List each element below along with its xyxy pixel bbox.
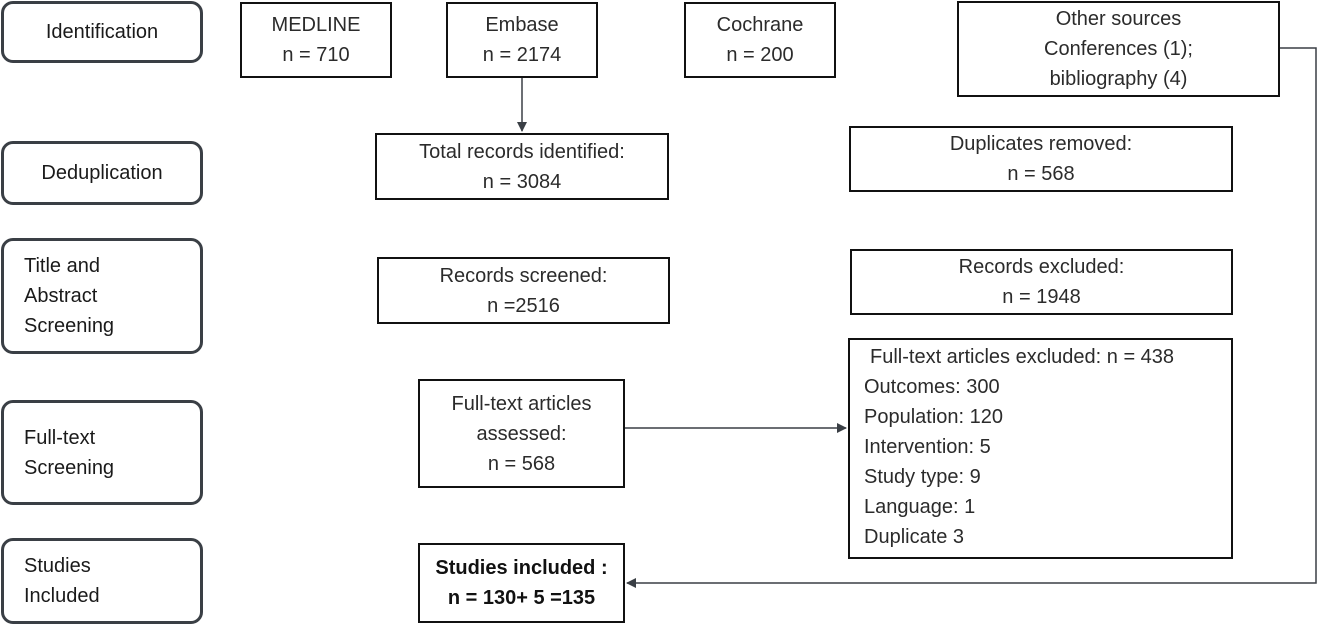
phase-deduplication: Deduplication: [1, 141, 203, 205]
fulltext-assessed-line2: assessed:: [476, 422, 567, 445]
source-embase-count: n = 2174: [482, 44, 562, 66]
fulltext-assessed-line1: Full-text articles: [451, 392, 592, 415]
records-excluded-count: n = 1948: [1002, 286, 1081, 308]
exclusion-reason-duplicate: Duplicate 3: [864, 526, 965, 548]
records-screened-label: Records screened:: [439, 264, 608, 287]
records-excluded-box: Records excluded: n = 1948: [850, 249, 1233, 315]
total-records-label: Total records identified:: [419, 140, 625, 163]
source-other-title: Other sources: [1055, 8, 1182, 30]
studies-included-label: Studies included :: [435, 557, 608, 579]
source-other-conferences: Conferences (1);: [1044, 38, 1193, 60]
total-records-count: n = 3084: [482, 170, 562, 193]
phase-fulltext-screening: Full-text Screening: [1, 400, 203, 505]
phase-studies-included: Studies Included: [1, 538, 203, 624]
source-embase-box: Embase n = 2174: [446, 2, 598, 78]
fulltext-excluded-header: Full-text articles excluded: n = 438: [870, 346, 1175, 368]
records-screened-box: Records screened: n =2516: [377, 257, 670, 324]
total-records-box: Total records identified: n = 3084: [375, 133, 669, 200]
duplicates-removed-label: Duplicates removed:: [949, 133, 1133, 155]
exclusion-reason-population: Population: 120: [864, 406, 1004, 428]
fulltext-assessed-box: Full-text articles assessed: n = 568: [418, 379, 625, 488]
fulltext-assessed-count: n = 568: [487, 452, 556, 475]
source-other-box: Other sources Conferences (1); bibliogra…: [957, 1, 1280, 97]
phase-title-abstract-label: Title and Abstract Screening: [24, 255, 115, 337]
source-medline-name: MEDLINE: [271, 14, 361, 36]
records-screened-count: n =2516: [487, 294, 560, 317]
source-cochrane-box: Cochrane n = 200: [684, 2, 836, 78]
duplicates-removed-count: n = 568: [1007, 163, 1075, 185]
source-cochrane-name: Cochrane: [716, 14, 804, 36]
phase-included-label: Studies Included: [24, 555, 100, 607]
phase-fulltext-label: Full-text Screening: [24, 426, 115, 479]
exclusion-reason-study-type: Study type: 9: [864, 466, 981, 488]
duplicates-removed-box: Duplicates removed: n = 568: [849, 126, 1233, 192]
studies-included-count: n = 130+ 5 =135: [447, 587, 596, 609]
source-medline-count: n = 710: [282, 44, 350, 66]
arrow-other-sources-to-included: [626, 47, 1317, 588]
source-embase-name: Embase: [485, 14, 559, 36]
phase-title-abstract-screening: Title and Abstract Screening: [1, 238, 203, 354]
records-excluded-label: Records excluded:: [958, 256, 1125, 278]
studies-included-box: Studies included : n = 130+ 5 =135: [418, 543, 625, 623]
source-other-bibliography: bibliography (4): [1049, 68, 1188, 90]
phase-deduplication-label: Deduplication: [41, 162, 163, 184]
exclusion-reason-outcomes: Outcomes: 300: [864, 376, 1000, 398]
source-cochrane-count: n = 200: [726, 44, 794, 66]
source-medline-box: MEDLINE n = 710: [240, 2, 392, 78]
fulltext-excluded-box: Full-text articles excluded: n = 438 Out…: [848, 338, 1233, 559]
exclusion-reason-language: Language: 1: [864, 496, 976, 518]
phase-identification: Identification: [1, 1, 203, 63]
phase-identification-label: Identification: [45, 21, 159, 43]
exclusion-reason-intervention: Intervention: 5: [864, 436, 991, 458]
